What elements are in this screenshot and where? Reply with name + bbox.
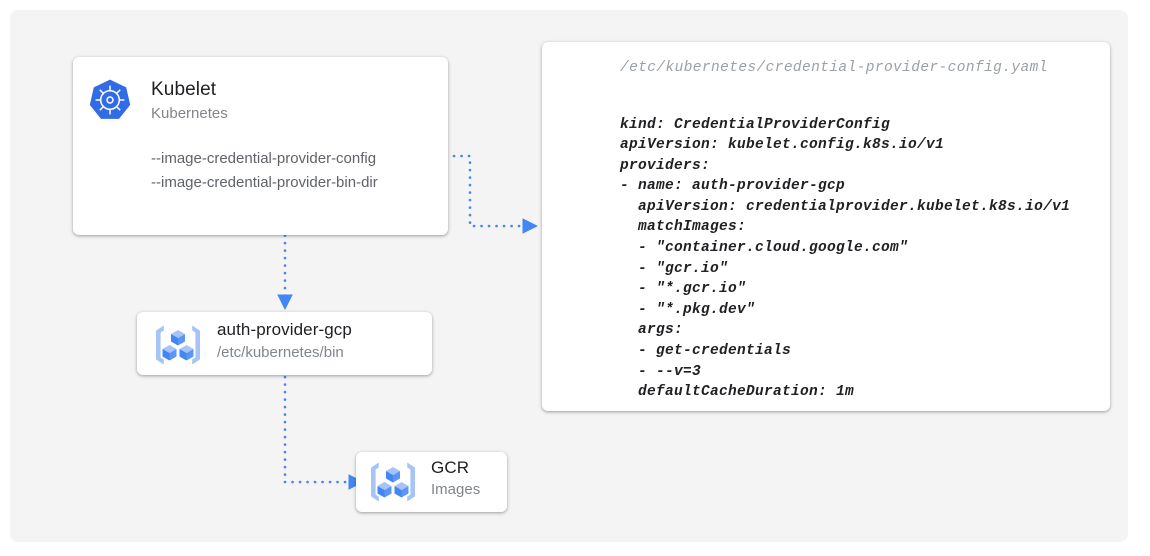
node-kubelet[interactable]: Kubelet Kubernetes --image-credential-pr… <box>73 57 448 235</box>
node-gcr[interactable]: GCR Images <box>356 452 507 512</box>
node-kubelet-subtitle: Kubernetes <box>151 105 228 122</box>
node-kubelet-title: Kubelet <box>151 79 217 100</box>
kubernetes-icon <box>89 79 131 119</box>
config-file-path: /etc/kubernetes/credential-provider-conf… <box>620 60 1048 76</box>
node-auth-provider-subtitle: /etc/kubernetes/bin <box>217 344 344 361</box>
node-gcr-subtitle: Images <box>431 481 481 498</box>
node-auth-provider-gcp[interactable]: auth-provider-gcp /etc/kubernetes/bin <box>137 312 432 375</box>
container-registry-icon <box>371 462 415 502</box>
kubelet-flag-bin-dir: --image-credential-provider-bin-dir <box>151 174 378 191</box>
kubelet-flag-config: --image-credential-provider-config <box>151 150 377 167</box>
node-gcr-title: GCR <box>431 458 470 477</box>
config-file-content: kind: CredentialProviderConfig apiVersio… <box>620 116 1071 401</box>
container-registry-icon <box>156 325 200 365</box>
node-auth-provider-title: auth-provider-gcp <box>217 320 352 339</box>
config-file-panel[interactable]: /etc/kubernetes/credential-provider-conf… <box>542 42 1110 411</box>
